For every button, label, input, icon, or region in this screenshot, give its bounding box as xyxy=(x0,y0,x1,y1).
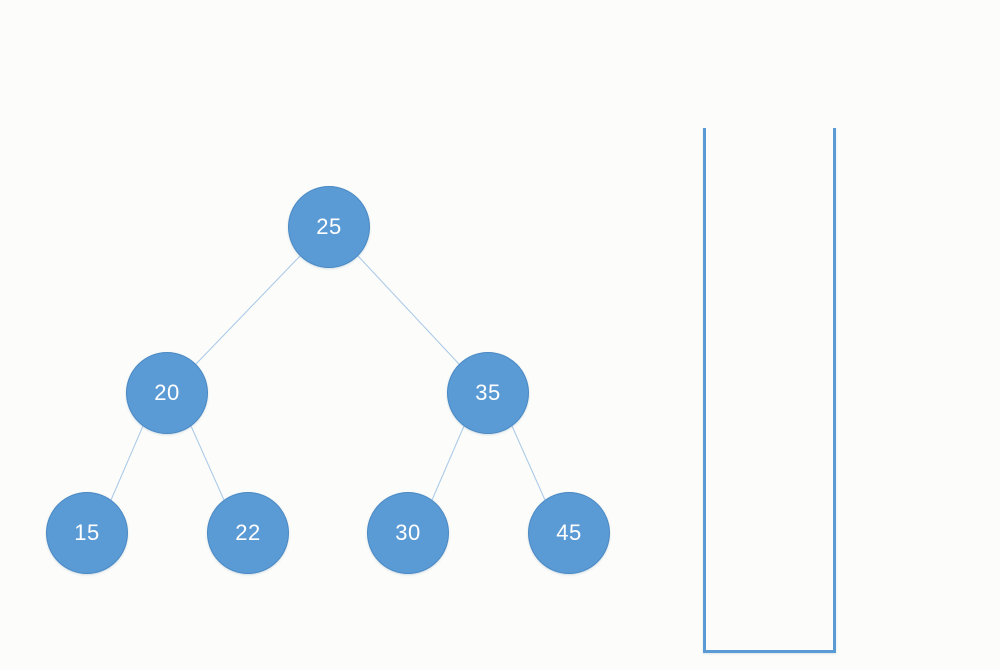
tree-node-label: 30 xyxy=(395,520,421,545)
tree-node-label: 22 xyxy=(235,520,261,545)
stack-container[interactable] xyxy=(703,128,836,653)
tree-node-22[interactable]: 22 xyxy=(207,492,289,574)
tree-node-15[interactable]: 15 xyxy=(46,492,128,574)
tree-node-20[interactable]: 20 xyxy=(126,352,208,434)
tree-node-label: 20 xyxy=(154,380,180,405)
tree-node-label: 25 xyxy=(316,214,342,239)
tree-node-label: 15 xyxy=(74,520,100,545)
tree-node-30[interactable]: 30 xyxy=(367,492,449,574)
tree-edge-n35-n30 xyxy=(431,425,465,501)
tree-edge-n25-n35 xyxy=(357,255,460,365)
tree-edge-n25-n20 xyxy=(195,255,301,365)
tree-node-45[interactable]: 45 xyxy=(528,492,610,574)
tree-node-25[interactable]: 25 xyxy=(288,186,370,268)
tree-node-label: 45 xyxy=(556,520,582,545)
tree-edge-n20-n22 xyxy=(190,425,225,501)
tree-edge-n20-n15 xyxy=(110,425,144,501)
tree-node-35[interactable]: 35 xyxy=(447,352,529,434)
tree-edge-n35-n45 xyxy=(511,425,546,501)
tree-node-label: 35 xyxy=(475,380,501,405)
